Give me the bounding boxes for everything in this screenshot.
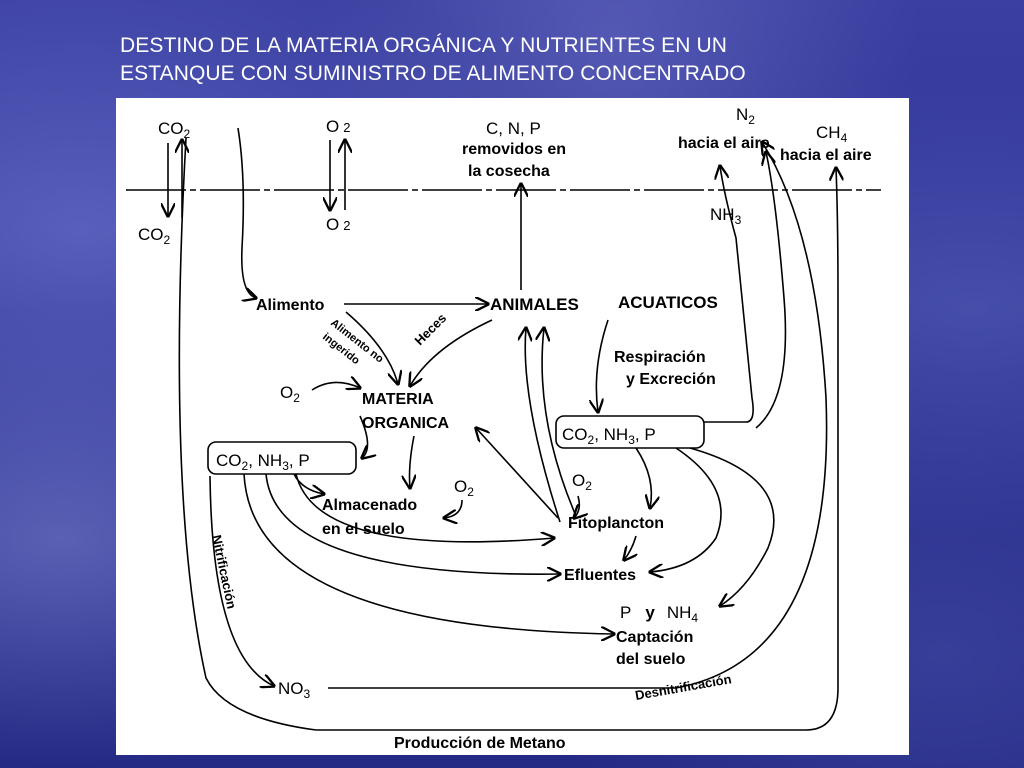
animales-label-2: ACUATICOS (618, 293, 718, 312)
heces-arrow (410, 319, 493, 386)
o2-mid-arrow (444, 499, 463, 518)
respiracion-label-1: Respiración (614, 349, 706, 366)
o2-mid-label: O2 (454, 477, 474, 499)
heces-label: Heces (412, 310, 450, 348)
efluentes-label: Efluentes (564, 567, 636, 584)
nh3-to-air-arrow (704, 166, 754, 423)
captacion-line-1: Captación (616, 629, 693, 646)
o2-right-arrow (574, 495, 579, 518)
ch4-to-air-label: hacia el aire (780, 147, 872, 164)
o2-to-materia-arrow (311, 382, 360, 391)
n2-label: N2 (736, 105, 755, 127)
ch4-label: CH4 (816, 123, 848, 145)
desnitrificacion-label: Desnitrificación (634, 671, 733, 703)
right-nutrient-box (555, 415, 705, 449)
co2-bottom-label: CO2 (138, 225, 171, 247)
animales-to-air-arrow (755, 152, 787, 429)
metano-loop-arrow (316, 168, 838, 731)
slide-title: DESTINO DE LA MATERIA ORGÁNICA Y NUTRIEN… (120, 32, 1000, 88)
respiracion-label-2: y Excreción (626, 371, 716, 388)
materia-to-left-box-arrow (360, 415, 368, 458)
left-box-outer-loop (178, 137, 317, 731)
materia-organica-line-1: MATERIA (362, 391, 434, 408)
slide-title-line-2: ESTANQUE CON SUMINISTRO DE ALIMENTO CONC… (120, 62, 746, 85)
materia-organica-line-2: ORGANICA (362, 415, 450, 432)
left-box-to-captacion-arrow (243, 473, 614, 634)
cnp-removed-line-3: la cosecha (468, 163, 550, 180)
uneaten-feed-arrow (345, 311, 398, 384)
cnp-removed-line-1: C, N, P (486, 119, 541, 138)
right-box-to-efluentes-arrow (650, 447, 722, 572)
cnp-removed-line-2: removidos en (462, 141, 566, 158)
right-box-to-fitoplancton-arrow (635, 447, 651, 508)
slide-title-line-1: DESTINO DE LA MATERIA ORGÁNICA Y NUTRIEN… (120, 34, 728, 57)
materia-to-almacenado-arrow (410, 435, 415, 488)
desnitrificacion-arrow (328, 142, 828, 689)
o2-left-label: O2 (280, 383, 300, 405)
fitoplancton-to-materia-arrow (476, 428, 559, 519)
fitoplancton-to-animales-arrow (525, 328, 561, 523)
o2-right-label: O2 (572, 471, 592, 493)
alimento-label: Alimento (256, 297, 325, 314)
no3-label: NO3 (278, 679, 311, 701)
captacion-line-2: del suelo (616, 651, 686, 668)
produccion-metano-label: Producción de Metano (394, 735, 566, 752)
animales-label-1: ANIMALES (490, 295, 579, 314)
nitrificacion-arrow (209, 475, 274, 686)
right-nutrient-box-text: CO2, NH3, P (562, 425, 656, 447)
left-nutrient-box-text: CO2, NH3, P (216, 451, 310, 473)
left-box-to-almacenado-arrow (293, 473, 324, 494)
feed-input-arrow (237, 127, 256, 298)
nh3-label: NH3 (710, 205, 742, 227)
co2-top-label: CO2 (158, 119, 191, 141)
fitoplancton-label: Fitoplancton (568, 515, 664, 532)
n2-to-air-label: hacia el aire (678, 135, 770, 152)
left-nutrient-box (207, 441, 357, 475)
almacenado-to-fitoplancton-arrow (295, 473, 554, 542)
left-box-to-efluentes-arrow (265, 473, 560, 574)
fitoplancton-to-efluentes-arrow (624, 535, 636, 560)
almacenado-line-1: Almacenado (322, 497, 417, 514)
right-box-to-captacion-arrow (689, 447, 775, 606)
fitoplancton-to-animales-arrow-2 (542, 328, 577, 517)
respiracion-arrow (596, 319, 609, 412)
